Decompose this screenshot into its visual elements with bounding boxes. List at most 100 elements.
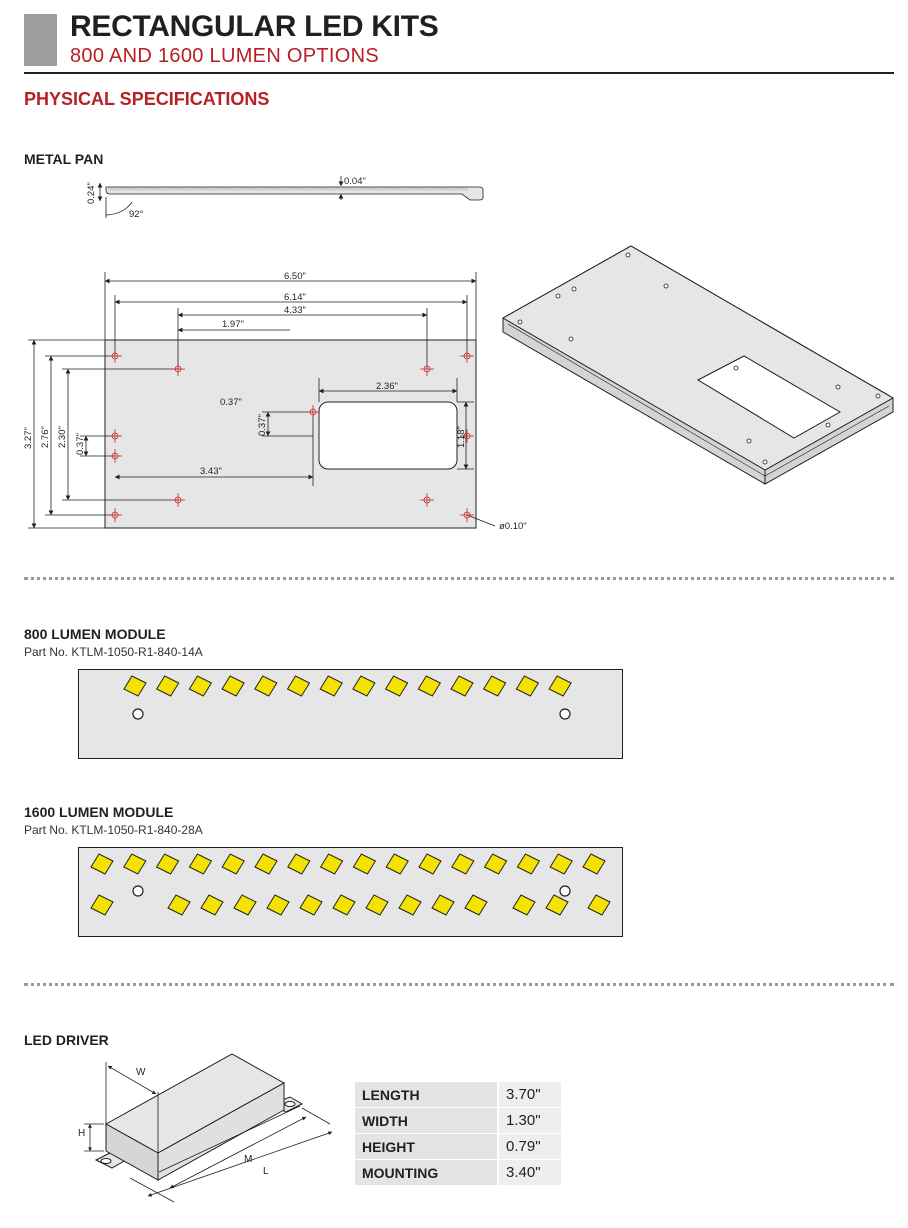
spec-value: 0.79" [499, 1134, 561, 1160]
dim-cutout-offset-y: 0.37" [220, 397, 242, 408]
module-800-part: Part No. KTLM-1050-R1-840-14A [24, 645, 203, 659]
led-chip [515, 675, 540, 697]
header-rule [24, 72, 894, 74]
led-chip [155, 853, 180, 875]
led-chip [549, 853, 573, 875]
led-chip [582, 853, 606, 875]
page-title: RECTANGULAR LED KITS [70, 10, 439, 43]
module-1600-board [78, 847, 623, 937]
metal-pan-drawing: 0.04" 0.24" 92° 6.50" 6.14" 4.33" 1.97" … [23, 176, 895, 532]
led-chip [299, 894, 323, 916]
spec-value: 3.70" [499, 1082, 561, 1108]
dim-hole-span-outer: 6.14" [284, 292, 306, 303]
led-chip [90, 853, 114, 875]
module-800-leds [123, 675, 572, 720]
led-chip [123, 675, 147, 697]
module-1600-label: 1600 LUMEN MODULE [24, 804, 174, 820]
led-chip [221, 675, 245, 697]
spec-key: WIDTH [355, 1108, 499, 1134]
dim-cutout-height: 1.18" [456, 426, 467, 448]
led-chip [482, 675, 507, 697]
mounting-hole [559, 708, 571, 720]
led-chip [155, 675, 180, 697]
spec-key: LENGTH [355, 1082, 499, 1108]
led-chip [286, 675, 311, 697]
led-chip [431, 894, 455, 916]
divider-2 [24, 983, 894, 986]
led-chip [167, 894, 191, 916]
led-chip [545, 894, 569, 916]
dim-hole-span-y-inner: 2.30" [57, 426, 68, 448]
spec-value: 1.30" [499, 1108, 561, 1134]
table-row: WIDTH 1.30" [355, 1108, 561, 1134]
dim-angle: 92° [129, 209, 144, 220]
dim-hole-span-y-small: 0.37" [75, 433, 86, 455]
driver-dim-m: M [244, 1154, 252, 1165]
led-chip [385, 853, 409, 875]
table-row: LENGTH 3.70" [355, 1082, 561, 1108]
led-driver-drawing: W H M L [78, 1053, 333, 1203]
module-800-label: 800 LUMEN MODULE [24, 626, 166, 642]
header-block [24, 14, 57, 66]
led-chip [233, 894, 257, 916]
dim-cutout-width: 2.36" [376, 381, 398, 392]
page-subtitle: 800 AND 1600 LUMEN OPTIONS [70, 45, 380, 67]
led-chip [365, 894, 389, 916]
led-chip [398, 894, 422, 916]
table-row: MOUNTING 3.40" [355, 1160, 561, 1186]
led-chip [188, 853, 213, 875]
driver-dim-h: H [78, 1128, 85, 1139]
driver-dim-l: L [263, 1166, 269, 1177]
dim-overall-length: 6.50" [284, 271, 306, 282]
table-row: HEIGHT 0.79" [355, 1134, 561, 1160]
metal-pan-label: METAL PAN [24, 151, 104, 167]
dim-height: 0.24" [86, 182, 97, 204]
led-chip [352, 853, 377, 875]
led-chip [319, 853, 344, 875]
led-driver-specs-table: LENGTH 3.70" WIDTH 1.30" HEIGHT 0.79" MO… [355, 1082, 561, 1186]
led-chip [417, 675, 442, 697]
spec-key: HEIGHT [355, 1134, 499, 1160]
mounting-hole [132, 708, 144, 720]
dim-hole-span-y-outer: 2.76" [40, 426, 51, 448]
led-chip [254, 675, 278, 697]
led-chip [450, 675, 474, 697]
led-chip [332, 894, 356, 916]
module-1600-leds [90, 853, 611, 916]
led-chip [287, 853, 311, 875]
led-chip [254, 853, 278, 875]
module-1600-part: Part No. KTLM-1050-R1-840-28A [24, 823, 203, 837]
dim-overall-width: 3.27" [23, 427, 34, 449]
led-chip [483, 853, 508, 875]
led-chip [200, 894, 224, 916]
section-title: PHYSICAL SPECIFICATIONS [24, 89, 270, 109]
led-chip [516, 853, 541, 875]
dim-hole-offset: 1.97" [222, 319, 244, 330]
led-chip [188, 675, 213, 697]
spec-key: MOUNTING [355, 1160, 499, 1186]
led-chip [587, 894, 611, 916]
module-800-board [78, 669, 623, 759]
dim-cutout-offset-x: 3.43" [200, 466, 222, 477]
led-driver-label: LED DRIVER [24, 1032, 109, 1048]
mounting-hole [132, 885, 144, 897]
led-chip [512, 894, 536, 916]
led-chip [123, 853, 147, 875]
dim-cutout-offset-y-2: 0.37" [257, 414, 268, 436]
led-chip [548, 675, 572, 697]
divider-1 [24, 577, 894, 580]
led-chip [464, 894, 488, 916]
dim-thickness: 0.04" [344, 176, 366, 187]
dim-hole-span-inner: 4.33" [284, 305, 306, 316]
led-chip [90, 894, 114, 916]
driver-dim-w: W [136, 1067, 146, 1078]
led-chip [319, 675, 343, 697]
led-chip [221, 853, 245, 875]
mounting-hole [559, 885, 571, 897]
spec-value: 3.40" [499, 1160, 561, 1186]
dim-hole-diameter: ø0.10" [499, 521, 527, 532]
led-chip [352, 675, 376, 697]
led-chip [418, 853, 442, 875]
led-chip [266, 894, 290, 916]
led-chip [384, 675, 409, 697]
